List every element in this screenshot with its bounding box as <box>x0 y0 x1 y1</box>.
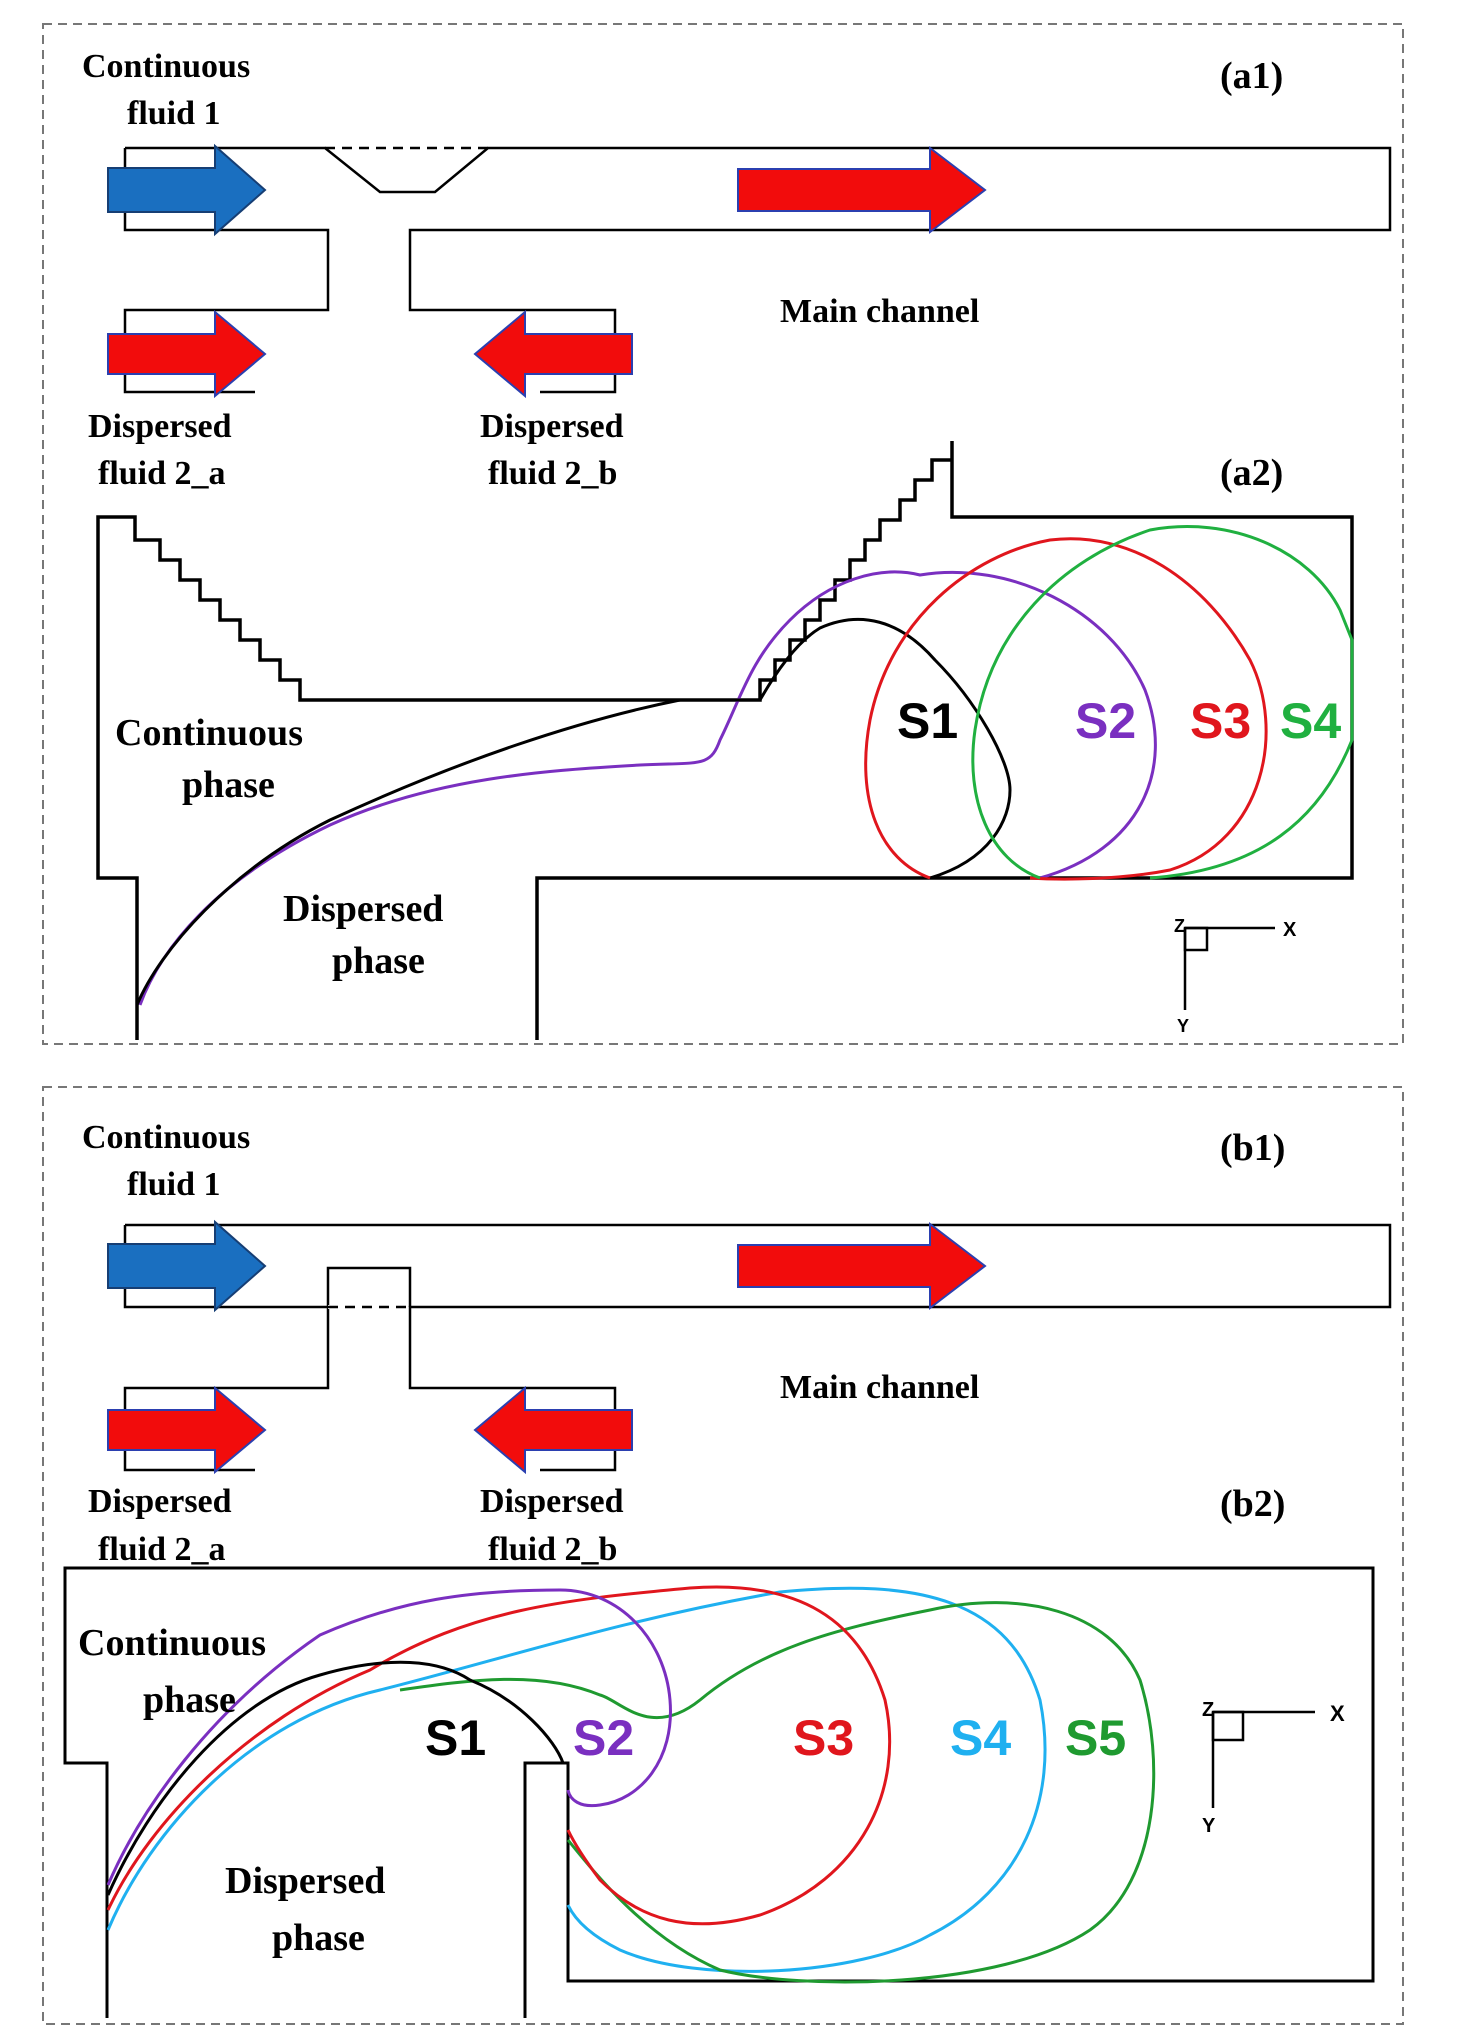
a1-dispersed-b-label-2: fluid 2_b <box>488 455 617 492</box>
b2-stage-s3: S3 <box>793 1710 854 1766</box>
a1-dispersed-a-label-2: fluid 2_a <box>98 455 226 492</box>
b1-main-channel-label: Main channel <box>780 1369 979 1406</box>
b1-continuous-label-2: fluid 1 <box>127 1166 221 1203</box>
a1-continuous-inlet-arrow <box>107 143 267 237</box>
a1-continuous-label-2: fluid 1 <box>127 95 221 132</box>
a2-dispersed-label-2: phase <box>332 940 425 982</box>
a2-interface-s4 <box>971 525 1354 880</box>
b1-continuous-label-1: Continuous <box>82 1119 250 1156</box>
a2-stage-s4: S4 <box>1280 693 1341 749</box>
a2-tag: (a2) <box>1220 452 1283 494</box>
a1-main-channel-label: Main channel <box>780 293 979 330</box>
a1-dispersed-a-label-1: Dispersed <box>88 408 232 445</box>
b1-dispersed-a-label-2: fluid 2_a <box>98 1531 226 1568</box>
b2-interface-s2 <box>106 1588 672 1886</box>
b1-continuous-inlet-arrow <box>107 1219 267 1313</box>
a1-continuous-label-1: Continuous <box>82 48 250 85</box>
b2-channel-outline <box>63 1566 1375 2018</box>
b2-stage-s2: S2 <box>573 1710 634 1766</box>
a2-stage-s2: S2 <box>1075 693 1136 749</box>
b2-dispersed-label-1: Dispersed <box>225 1860 385 1902</box>
a2-channel-outline <box>96 441 1354 1040</box>
b1-dispersed-a-arrow <box>107 1385 267 1475</box>
b2-axis-z: Z <box>1202 1699 1214 1721</box>
b1-dispersed-a-label-1: Dispersed <box>88 1483 232 1520</box>
b2-interfaces <box>106 1585 1156 1984</box>
b2-interface-s5 <box>399 1601 1156 1984</box>
b2-axis-triad-icon <box>1211 1710 1315 1808</box>
a2-axis-triad-icon <box>1183 926 1275 1010</box>
b2-dispersed-label-2: phase <box>272 1917 365 1959</box>
b2-stage-s5: S5 <box>1065 1710 1126 1766</box>
a1-channel-outline <box>123 146 1392 394</box>
b1-main-channel-arrow <box>737 1221 987 1311</box>
b1-dispersed-b-arrow <box>473 1385 633 1475</box>
b2-tag: (b2) <box>1220 1483 1285 1525</box>
a2-continuous-label-2: phase <box>182 764 275 806</box>
b1-dispersed-b-label-1: Dispersed <box>480 1483 624 1520</box>
a2-stage-s1: S1 <box>897 693 958 749</box>
a1-dispersed-a-arrow <box>107 309 267 399</box>
b2-axis-x: X <box>1330 1701 1345 1726</box>
a2-axis-x: X <box>1283 919 1297 941</box>
b2-stage-s4: S4 <box>950 1710 1011 1766</box>
a2-continuous-label-1: Continuous <box>115 712 303 754</box>
b1-channel-outline <box>123 1223 1392 1472</box>
a2-interface-s2 <box>138 570 1157 1006</box>
b2-stage-s1: S1 <box>425 1710 486 1766</box>
a2-dispersed-label-1: Dispersed <box>283 888 443 930</box>
a1-main-channel-arrow <box>737 145 987 235</box>
a1-dispersed-b-label-1: Dispersed <box>480 408 624 445</box>
a2-axis-y: Y <box>1177 1016 1189 1036</box>
b2-interface-s1 <box>106 1660 565 1896</box>
b2-axis-y: Y <box>1202 1815 1216 1837</box>
b2-interface-s3 <box>106 1585 892 1926</box>
panel-a-frame <box>42 23 1404 1045</box>
b2-continuous-label-2: phase <box>143 1679 236 1721</box>
a2-stage-s3: S3 <box>1190 693 1251 749</box>
a2-interface-s1 <box>135 617 1012 1006</box>
b2-interface-s4 <box>106 1586 1047 1973</box>
a1-tag: (a1) <box>1220 55 1283 97</box>
b1-tag: (b1) <box>1220 1127 1285 1169</box>
a2-interface-s3 <box>864 537 1268 881</box>
b2-continuous-label-1: Continuous <box>78 1622 266 1664</box>
a1-dispersed-b-arrow <box>473 309 633 399</box>
b1-dispersed-b-label-2: fluid 2_b <box>488 1531 617 1568</box>
panel-b-frame <box>42 1086 1404 2025</box>
a2-axis-z: Z <box>1174 916 1185 936</box>
a2-interfaces <box>135 525 1354 1006</box>
